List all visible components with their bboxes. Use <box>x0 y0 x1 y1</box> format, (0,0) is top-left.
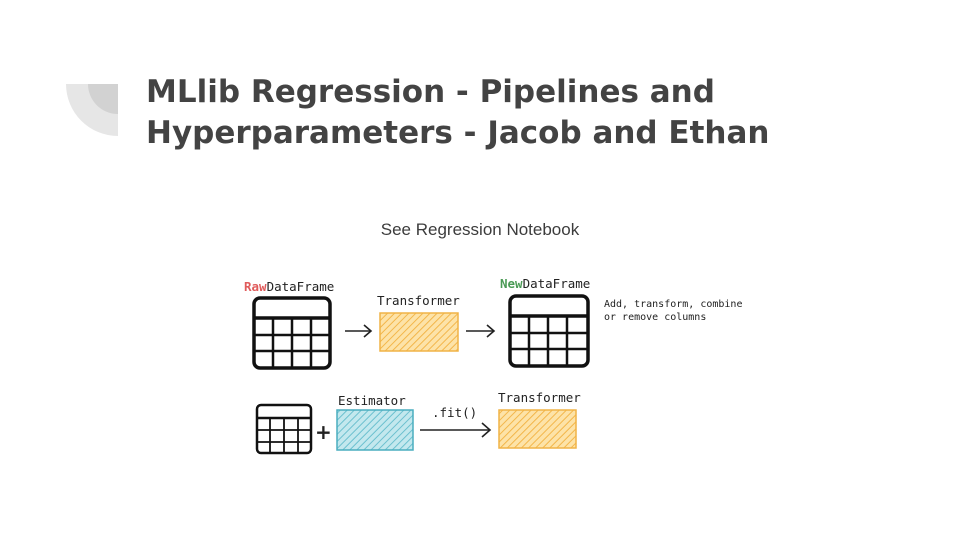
arrow-right-icon <box>466 324 496 338</box>
transformer-box <box>379 312 459 352</box>
new-dataframe-table-icon <box>508 294 590 368</box>
raw-dataframe-label: RawDataFrame <box>244 279 334 294</box>
raw-word: Raw <box>244 279 267 294</box>
transform-note: Add, transform, combine or remove column… <box>604 299 743 323</box>
quarter-circle-decoration <box>66 84 118 136</box>
new-dataframe-text: DataFrame <box>522 276 591 291</box>
new-dataframe-label: NewDataFrame <box>500 276 590 291</box>
estimator-box <box>336 409 414 451</box>
fitted-transformer-label: Transformer <box>498 390 581 405</box>
transformer-label: Transformer <box>377 293 460 308</box>
fit-label: .fit() <box>432 405 478 420</box>
estimator-label: Estimator <box>338 393 406 408</box>
slide-title: MLlib Regression - Pipelines and Hyperpa… <box>146 74 770 151</box>
dataframe-table-icon <box>255 403 313 455</box>
raw-dataframe-text: DataFrame <box>266 279 335 294</box>
fit-arrow-icon <box>420 422 492 438</box>
arrow-right-icon <box>345 324 373 338</box>
slide-subtitle: See Regression Notebook <box>380 220 580 239</box>
raw-dataframe-table-icon <box>252 296 332 370</box>
fitted-transformer-box <box>498 409 577 449</box>
plus-sign: + <box>315 420 332 444</box>
new-word: New <box>500 276 523 291</box>
